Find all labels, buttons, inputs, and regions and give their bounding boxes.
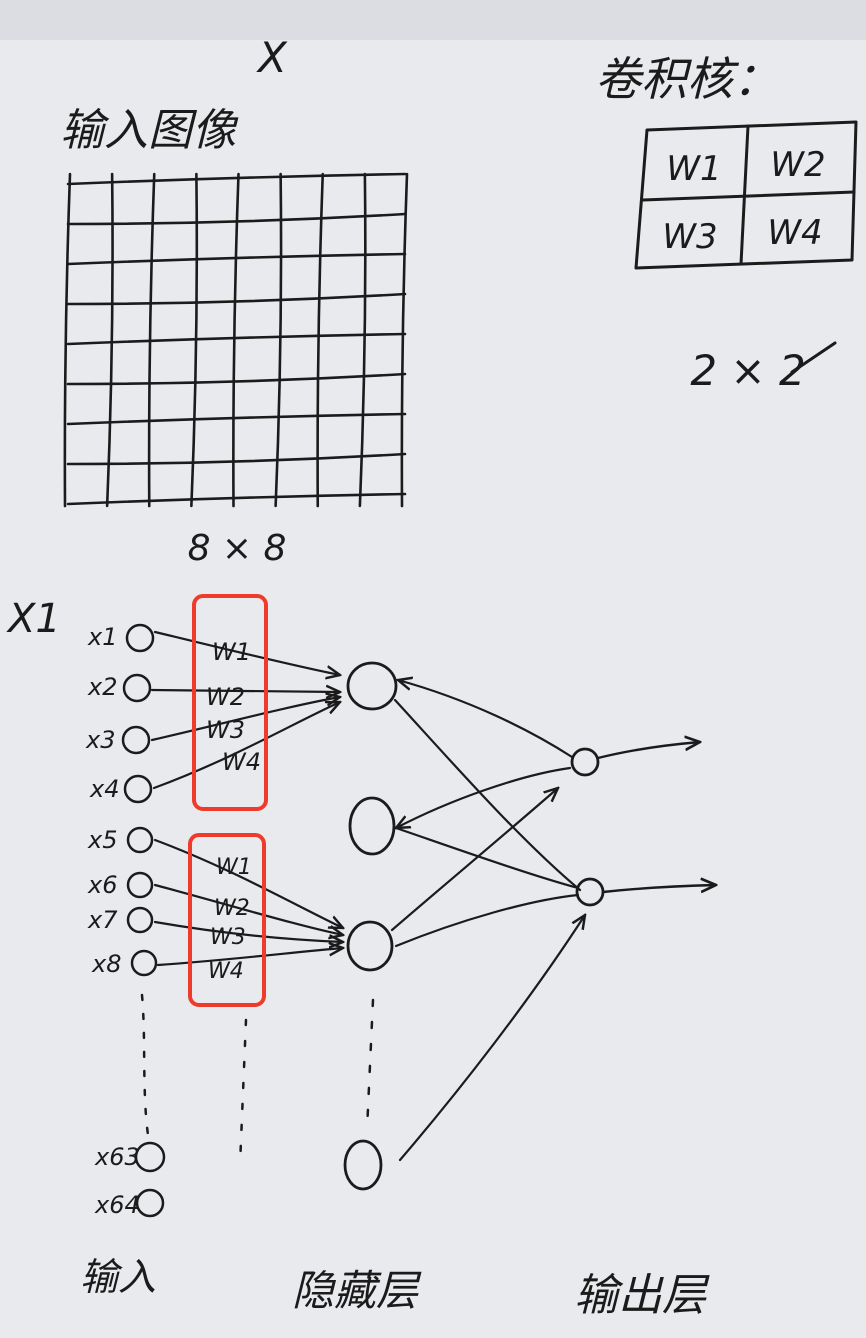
weights-highlight-box-1 [192,594,268,811]
kernel-cell-w3: W3 [662,217,717,257]
input-label-x6: x6 [87,871,117,899]
input-node-x4 [123,774,153,804]
weight-group1-w1: W1 [212,638,251,666]
kernel-check-mark [790,341,837,374]
weight-group1-w4: W4 [222,748,261,776]
edge-h1-o1 [398,680,574,759]
input-image-title: 输入图像 [60,105,239,156]
input-label-x5: x5 [87,826,117,854]
input-label-x63: x63 [94,1143,140,1171]
input-node-x64 [135,1188,165,1218]
grid-column-line [105,172,114,508]
grid-row-line [66,412,407,426]
edge-x4-h1 [152,702,340,790]
edge-h3-o1 [390,788,558,932]
input-node-x63 [134,1141,166,1173]
input-node-x3 [121,725,151,755]
edge-x6-h3 [153,883,343,935]
input-label-x1: x1 [87,623,117,651]
input-node-x5 [126,826,154,854]
kernel-title: 卷积核： [595,52,779,106]
edge-h2-o1 [396,766,572,828]
kernel-cell-w2: W2 [770,145,825,185]
edge-x5-h3 [153,838,343,928]
input-image-grid [63,172,409,508]
edge-x8-h3 [156,948,343,967]
hidden-ellipsis-line [365,998,375,1132]
input-image-mark: X [256,33,288,82]
weight-group2-w1: W1 [216,855,252,880]
hidden-output-connections [390,680,585,1162]
input-node-x1 [125,623,155,653]
edge-x1-h1 [153,630,340,675]
input-node-x6 [126,871,154,899]
input-node-x8 [130,949,158,977]
kernel-grid [634,120,858,270]
weights-highlight-box-2 [188,833,266,1007]
hidden-node-2 [348,796,396,856]
hidden-node-3 [346,920,394,972]
grid-column-line [190,172,199,508]
input-label-x2: x2 [87,673,117,701]
grid-column-line [400,172,409,508]
input-label-x64: x64 [94,1191,140,1219]
input-hidden-connections [150,630,343,967]
input-label-x8: x8 [91,950,121,978]
input-node-x7 [126,906,154,934]
grid-column-line [274,172,283,508]
weight-group1-w2: W2 [206,683,245,711]
input-layer-label: 输入 [80,1255,156,1299]
hidden-node-1 [346,661,398,711]
kernel-cell-w4: W4 [767,213,822,253]
input-label-x3: x3 [85,726,115,754]
edge-x2-h1 [150,690,340,692]
output-arrow-1 [596,742,700,760]
output-arrow-2 [601,885,716,892]
grid-column-line [316,172,325,508]
hidden-layer-label: 隐藏层 [292,1266,422,1315]
edge-x7-h3 [153,920,343,942]
edge-x3-h1 [150,697,340,742]
output-layer-label: 输出层 [574,1270,710,1321]
input-node-x2 [122,673,152,703]
edge-h1-o2 [393,698,582,892]
input-nodes: x1 x2 x3 x4 x5 x6 x7 x8 x63 x64 [85,623,166,1219]
kernel-size-label: 2 × 2 [690,346,805,395]
output-node-1 [570,747,600,777]
paper-top-edge [0,0,866,40]
edge-h3-o2 [394,893,580,948]
input-label-x7: x7 [87,906,118,934]
edge-h2-o2 [394,826,580,890]
weight-group2-w3: W3 [210,925,246,950]
grid-column-line [63,172,72,508]
grid-column-line [232,172,240,508]
kernel-cell-w1: W1 [666,149,721,189]
input-vector-label: X1 [6,596,61,642]
hidden-node-4 [343,1139,383,1191]
weight-group2-w2: W2 [214,896,250,921]
input-image-size-label: 8 × 8 [188,528,287,569]
weight-group1-w3: W3 [206,716,245,744]
weight-group2-w4: W4 [208,959,244,984]
grid-column-line [358,172,367,508]
edge-h4-o2 [398,915,585,1162]
weights-ellipsis-line [238,1018,248,1167]
grid-column-line [147,172,156,508]
input-label-x4: x4 [89,775,119,803]
